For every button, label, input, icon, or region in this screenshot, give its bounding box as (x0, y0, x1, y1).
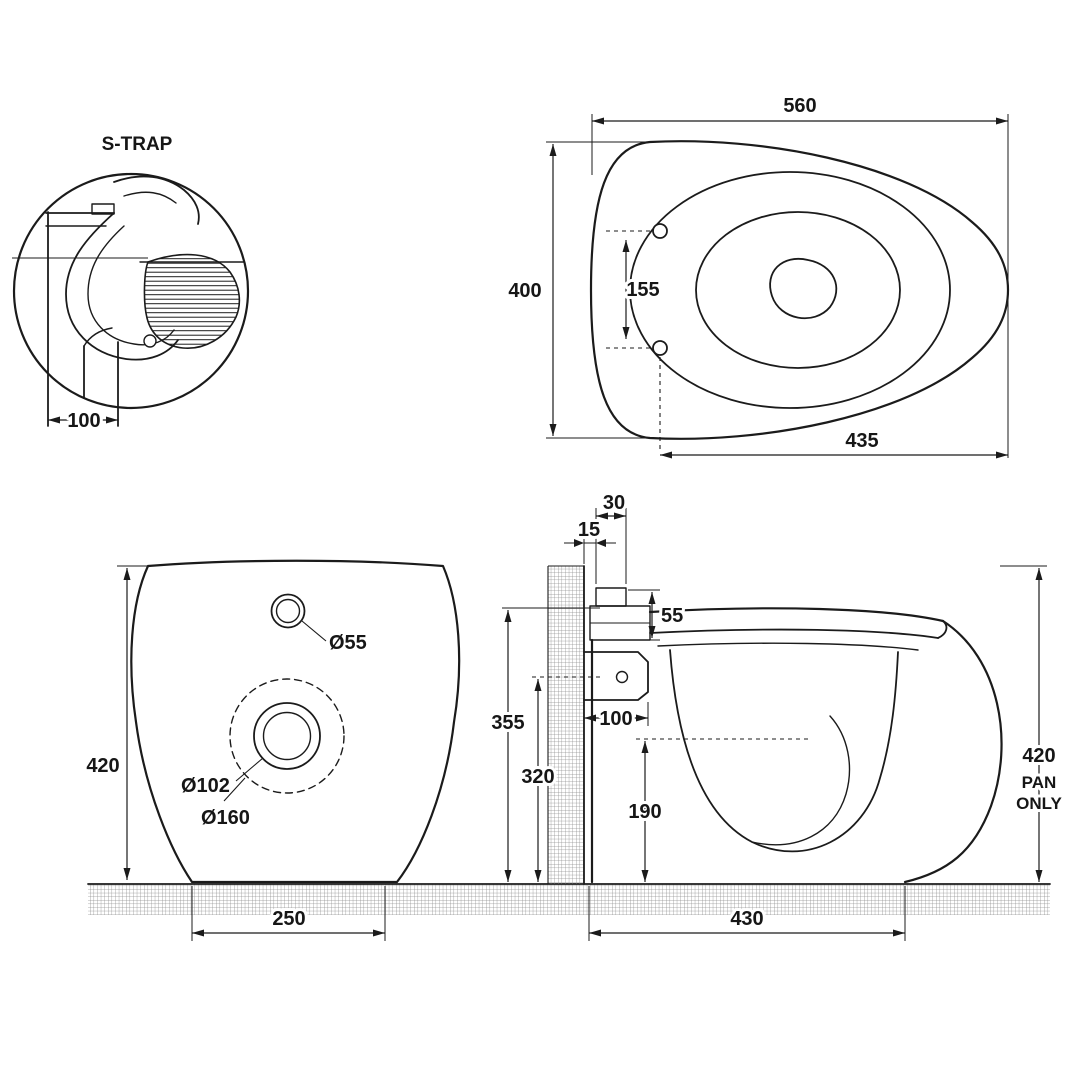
dim-430: 430 (730, 908, 763, 930)
recess-leader (223, 777, 246, 802)
wall-hatch (547, 565, 585, 885)
dim-55: 55 (661, 605, 683, 627)
inlet-leader (301, 620, 327, 642)
label-d160: Ø160 (201, 807, 250, 829)
dim-250: 250 (272, 908, 305, 930)
front-pan-outline (130, 559, 461, 884)
plan-view: 155 560 400 435 (505, 92, 1010, 459)
inlet-hole-outer (270, 593, 306, 629)
dim-420-front: 420 (86, 755, 119, 777)
dim-30: 30 (603, 492, 625, 514)
dim-100-side: 100 (599, 708, 632, 730)
plan-outer-outline (589, 140, 1010, 440)
dim-400: 400 (508, 280, 541, 302)
side-dimensions: 30 15 55 355 320 100 (488, 489, 1065, 941)
s-trap-detail: S-TRAP 100 (12, 131, 250, 435)
plan-seat-outer (629, 171, 951, 409)
front-view: Ø55 Ø102 Ø160 420 250 (83, 559, 461, 941)
label-pan: PAN (1022, 773, 1057, 792)
fixing-hole-top (652, 223, 668, 239)
outlet-hole-inner (262, 711, 312, 761)
dim-420-side: 420 (1022, 745, 1055, 767)
trap-water-hatch (143, 253, 241, 349)
dim-155: 155 (626, 279, 659, 301)
recess-circle-dashed (229, 678, 345, 794)
label-d102: Ø102 (181, 775, 230, 797)
side-pan-profile (532, 587, 1003, 884)
dim-100-trap: 100 (67, 410, 100, 432)
label-only: ONLY (1016, 794, 1062, 813)
fixing-hole-bottom (652, 340, 668, 356)
side-view: 30 15 55 355 320 100 (488, 489, 1065, 941)
front-dimensions: 420 250 (83, 565, 386, 941)
outlet-hole-outer (253, 702, 321, 770)
plan-seat-inner (695, 211, 901, 369)
outlet-leader (235, 757, 264, 782)
dim-560: 560 (783, 95, 816, 117)
s-trap-title: S-TRAP (102, 134, 173, 155)
detail-circle (12, 172, 250, 410)
plan-dimensions: 155 560 400 435 (505, 92, 1009, 459)
trap-section-lines (12, 175, 200, 427)
label-d55: Ø55 (329, 632, 367, 654)
trap-offset-dimension: 100 (48, 407, 118, 435)
dim-435: 435 (845, 430, 878, 452)
inlet-hole-inner (275, 598, 301, 624)
dim-15: 15 (578, 519, 600, 541)
dim-320: 320 (521, 766, 554, 788)
dim-355: 355 (491, 712, 524, 734)
dim-190: 190 (628, 801, 661, 823)
floor-hatch (87, 883, 1051, 915)
plan-water-spot (769, 257, 838, 320)
